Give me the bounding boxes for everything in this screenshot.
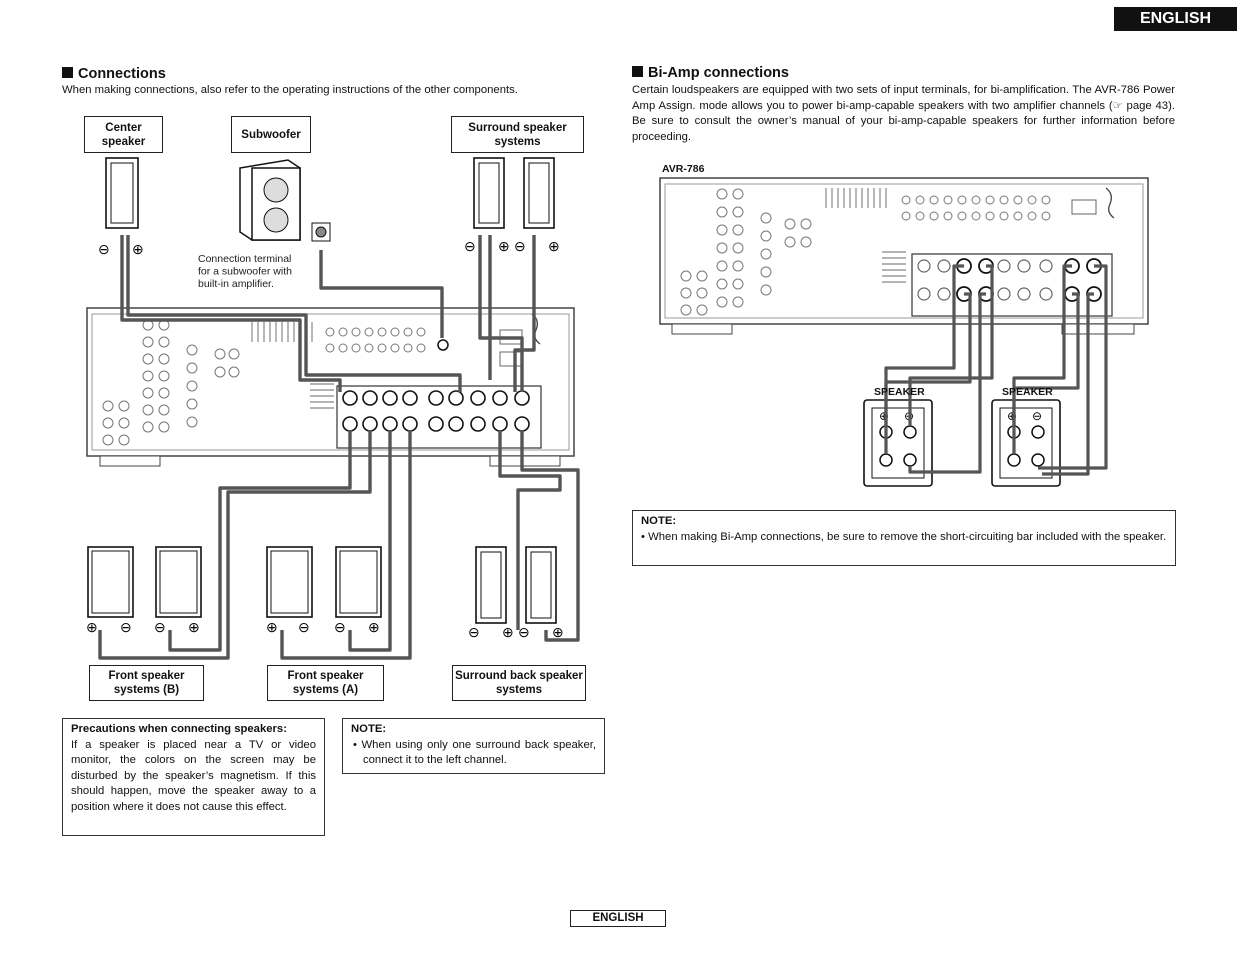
biamp-note-text-content: When making Bi-Amp connections, be sure … xyxy=(648,530,1167,543)
label-front-a: Front speaker systems (A) xyxy=(267,665,384,701)
note-text-content: When using only one surround back speake… xyxy=(361,738,597,767)
svg-text:⊕: ⊕ xyxy=(879,409,889,423)
svg-text:⊕: ⊕ xyxy=(368,619,380,635)
speaker-cables xyxy=(98,235,580,660)
subwoofer xyxy=(239,159,331,242)
precautions-text: If a speaker is placed near a TV or vide… xyxy=(71,738,316,813)
biamp-speaker-right: ⊕⊖ xyxy=(991,399,1061,487)
surround-back-speakers: ⊖⊕ ⊖⊕ xyxy=(468,546,564,640)
svg-text:⊖: ⊖ xyxy=(154,619,166,635)
biamp-diagram: ⊕⊖ ⊕⊖ xyxy=(659,177,1149,487)
note-text: • When using only one surround back spea… xyxy=(353,738,597,767)
speaker-label-right: SPEAKER xyxy=(1002,386,1053,398)
svg-text:⊖: ⊖ xyxy=(514,238,526,254)
footer-language-tab: ENGLISH xyxy=(570,910,666,927)
svg-text:⊖: ⊖ xyxy=(298,619,310,635)
svg-text:⊕: ⊕ xyxy=(1007,409,1017,423)
biamp-speaker-left: ⊕⊖ xyxy=(863,399,933,487)
receiver-rear-panel xyxy=(86,307,575,467)
svg-text:⊕: ⊕ xyxy=(548,238,560,254)
svg-text:⊕: ⊕ xyxy=(266,619,278,635)
front-b-speakers: ⊕ ⊖ ⊖ ⊕ xyxy=(86,546,202,635)
front-a-speakers: ⊕ ⊖ ⊖ ⊕ xyxy=(266,546,382,635)
svg-text:⊖: ⊖ xyxy=(518,624,530,640)
svg-text:⊖: ⊖ xyxy=(468,624,480,640)
label-subwoofer: Subwoofer xyxy=(231,116,311,153)
center-speaker: ⊖ ⊕ xyxy=(98,157,144,257)
note-box-connections: NOTE: • When using only one surround bac… xyxy=(342,718,605,774)
precautions-title: Precautions when connecting speakers: xyxy=(71,723,287,735)
plus-terminal-icon: ⊕ xyxy=(132,241,144,257)
biamp-heading: Bi-Amp connections xyxy=(632,65,789,81)
connections-title: Connections xyxy=(78,66,166,82)
svg-text:⊖: ⊖ xyxy=(464,238,476,254)
label-center-speaker: Center speaker xyxy=(84,116,163,153)
biamp-cables xyxy=(884,264,1108,476)
language-tab: ENGLISH xyxy=(1114,7,1237,31)
minus-terminal-icon: ⊖ xyxy=(98,241,110,257)
svg-text:⊕: ⊕ xyxy=(188,619,200,635)
biamp-title: Bi-Amp connections xyxy=(648,65,789,81)
svg-text:⊖: ⊖ xyxy=(1032,409,1042,423)
connections-heading: Connections xyxy=(62,66,166,82)
avr-rear-panel xyxy=(659,177,1149,335)
svg-text:⊖: ⊖ xyxy=(120,619,132,635)
biamp-note-title: NOTE: xyxy=(641,515,677,527)
surround-speakers: ⊖⊕ ⊖⊕ xyxy=(464,157,560,254)
svg-text:⊖: ⊖ xyxy=(334,619,346,635)
note-box-biamp: NOTE: • When making Bi-Amp connections, … xyxy=(632,510,1176,566)
square-bullet-icon xyxy=(632,66,643,77)
biamp-intro: Certain loudspeakers are equipped with t… xyxy=(632,84,1175,143)
connections-intro: When making connections, also refer to t… xyxy=(62,84,518,96)
svg-text:⊕: ⊕ xyxy=(86,619,98,635)
label-front-b: Front speaker systems (B) xyxy=(89,665,204,701)
note-title: NOTE: xyxy=(351,723,387,735)
square-bullet-icon xyxy=(62,67,73,78)
label-surround-speakers: Surround speaker systems xyxy=(451,116,584,153)
connections-diagram: ⊖ ⊕ ⊖⊕ ⊖⊕ ⊕⊖ ⊖⊕ ⊕⊖ ⊖⊕ xyxy=(86,157,580,660)
precautions-box: Precautions when connecting speakers: If… xyxy=(62,718,325,836)
subwoofer-terminal-note: Connection terminal for a subwoofer with… xyxy=(198,253,295,290)
label-surround-back: Surround back speaker systems xyxy=(452,665,586,701)
biamp-note-text: • When making Bi-Amp connections, be sur… xyxy=(641,530,1167,543)
svg-text:⊕: ⊕ xyxy=(502,624,514,640)
svg-text:⊕: ⊕ xyxy=(552,624,564,640)
speaker-label-left: SPEAKER xyxy=(874,386,925,398)
svg-text:⊕: ⊕ xyxy=(498,238,510,254)
model-label: AVR-786 xyxy=(662,163,705,175)
